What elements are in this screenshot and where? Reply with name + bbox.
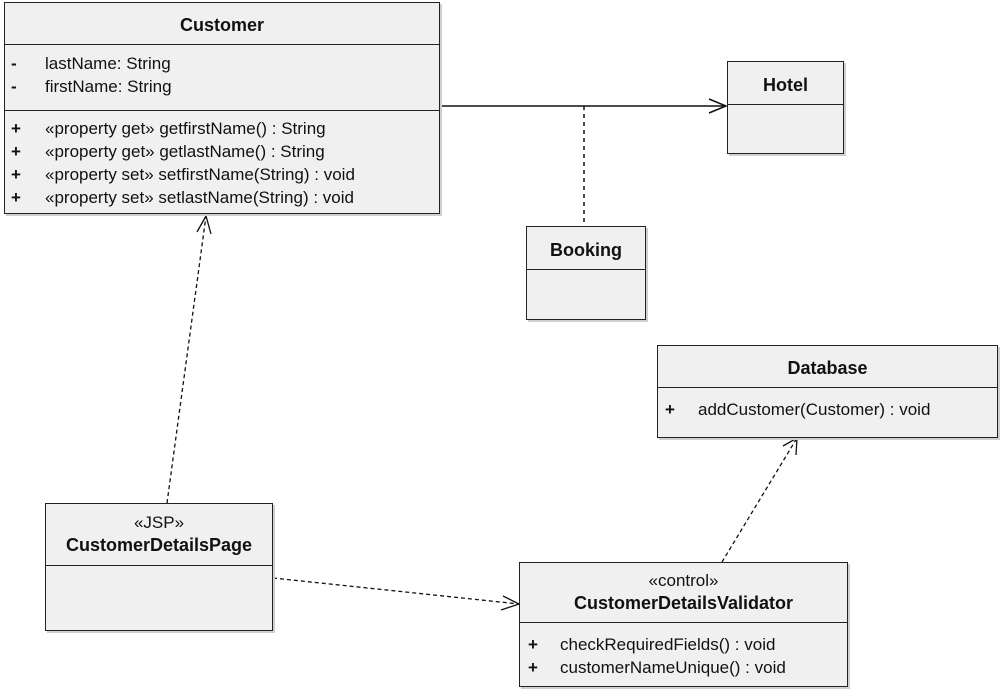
visibility-marker: + bbox=[528, 658, 538, 677]
stereotype-label: «control» bbox=[648, 571, 719, 590]
class-name: Database bbox=[787, 358, 868, 378]
visibility-marker: + bbox=[11, 119, 21, 138]
visibility-marker: + bbox=[528, 635, 538, 654]
operations-compartment: + «property get» getfirstName() : String… bbox=[5, 111, 439, 209]
visibility-marker: - bbox=[11, 77, 17, 96]
attributes-compartment: - lastName: String - firstName: String bbox=[5, 45, 439, 111]
class-database[interactable]: Database + addCustomer(Customer) : void bbox=[657, 345, 998, 438]
visibility-marker: + bbox=[11, 188, 21, 207]
operation-row: + «property get» getlastName() : String bbox=[5, 140, 439, 163]
class-customer-details-validator[interactable]: «control» CustomerDetailsValidator + che… bbox=[519, 562, 848, 687]
dependency-page-validator bbox=[272, 577, 521, 611]
class-customer-details-page[interactable]: «JSP» CustomerDetailsPage bbox=[45, 503, 273, 631]
operation-row: + «property set» setfirstName(String) : … bbox=[5, 163, 439, 186]
class-database-header: Database bbox=[658, 346, 997, 388]
class-customer[interactable]: Customer - lastName: String - firstName:… bbox=[4, 2, 440, 214]
association-customer-hotel bbox=[440, 98, 728, 114]
operation-row: + «property set» setlastName(String) : v… bbox=[5, 186, 439, 209]
visibility-marker: + bbox=[11, 165, 21, 184]
operations-compartment: + addCustomer(Customer) : void bbox=[658, 388, 997, 421]
class-customer-header: Customer bbox=[5, 3, 439, 45]
attribute-text: lastName: String bbox=[45, 54, 171, 73]
class-hotel-header: Hotel bbox=[728, 62, 843, 105]
dependency-page-customer bbox=[166, 214, 212, 504]
operations-compartment: + checkRequiredFields() : void + custome… bbox=[520, 623, 847, 679]
operation-text: «property get» getlastName() : String bbox=[45, 142, 325, 161]
class-name: Customer bbox=[179, 15, 264, 35]
operation-row: + addCustomer(Customer) : void bbox=[658, 398, 997, 421]
attribute-text: firstName: String bbox=[45, 77, 172, 96]
operation-text: «property set» setfirstName(String) : vo… bbox=[45, 165, 355, 184]
operation-row: + customerNameUnique() : void bbox=[520, 656, 847, 679]
visibility-marker: + bbox=[11, 142, 21, 161]
stereotype-label: «JSP» bbox=[133, 513, 185, 532]
operation-row: + checkRequiredFields() : void bbox=[520, 633, 847, 656]
operation-text: addCustomer(Customer) : void bbox=[698, 400, 931, 419]
class-name: CustomerDetailsValidator bbox=[573, 593, 794, 613]
visibility-marker: - bbox=[11, 54, 17, 73]
operation-text: «property get» getfirstName() : String bbox=[45, 119, 326, 138]
attribute-row: - firstName: String bbox=[5, 75, 439, 98]
visibility-marker: + bbox=[665, 400, 675, 419]
class-booking-header: Booking bbox=[527, 227, 645, 270]
class-hotel[interactable]: Hotel bbox=[727, 61, 844, 154]
operation-row: + «property get» getfirstName() : String bbox=[5, 117, 439, 140]
class-customer-details-validator-header: «control» CustomerDetailsValidator bbox=[520, 563, 847, 623]
dependency-validator-database bbox=[721, 436, 798, 563]
operation-text: checkRequiredFields() : void bbox=[560, 635, 776, 654]
class-name: Hotel bbox=[763, 75, 808, 95]
class-name: Booking bbox=[550, 240, 622, 260]
class-customer-details-page-header: «JSP» CustomerDetailsPage bbox=[46, 504, 272, 566]
operation-text: customerNameUnique() : void bbox=[560, 658, 786, 677]
class-booking[interactable]: Booking bbox=[526, 226, 646, 320]
attribute-row: - lastName: String bbox=[5, 52, 439, 75]
operation-text: «property set» setlastName(String) : voi… bbox=[45, 188, 354, 207]
class-name: CustomerDetailsPage bbox=[65, 535, 253, 555]
